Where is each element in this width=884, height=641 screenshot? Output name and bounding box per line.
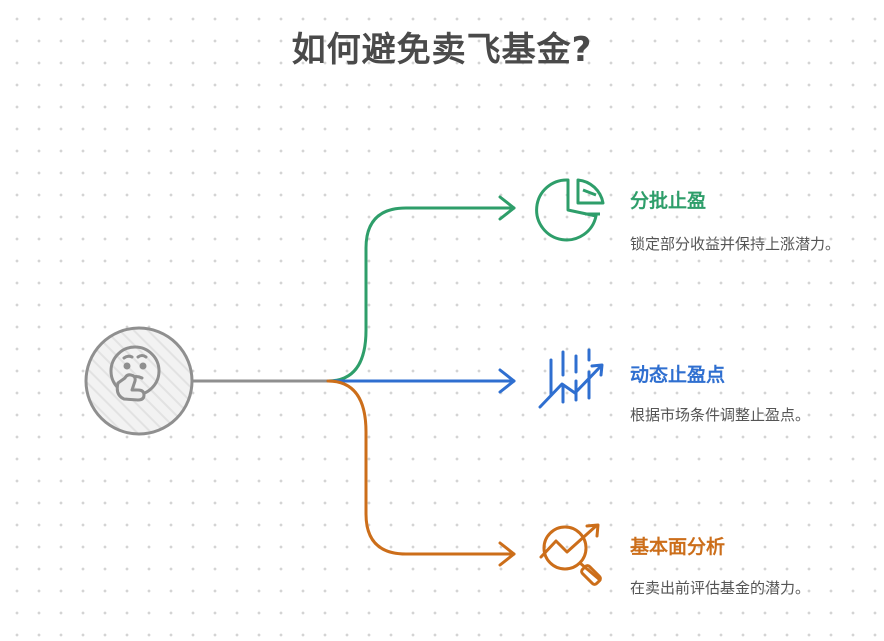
branch-title-1: 分批止盈 xyxy=(630,190,707,212)
branch-description-1: 锁定部分收益并保持上涨潜力。 xyxy=(630,235,841,253)
branch-description-2: 根据市场条件调整止盈点。 xyxy=(630,406,811,424)
branch-connector-2 xyxy=(326,368,516,394)
branch-title-3: 基本面分析 xyxy=(630,536,726,558)
branch-connector-3 xyxy=(326,379,516,567)
page-title: 如何避免卖飞基金? xyxy=(291,30,593,70)
pie-chart-icon xyxy=(535,178,605,242)
branch-title-2: 动态止盈点 xyxy=(630,364,726,386)
branch-connector-1 xyxy=(326,195,516,383)
trend-bars-icon xyxy=(538,348,604,409)
center-node xyxy=(84,326,194,436)
branch-description-3: 在卖出前评估基金的潜力。 xyxy=(630,579,811,597)
magnifier-trend-icon xyxy=(539,523,602,586)
thinking-face-icon xyxy=(109,345,161,402)
